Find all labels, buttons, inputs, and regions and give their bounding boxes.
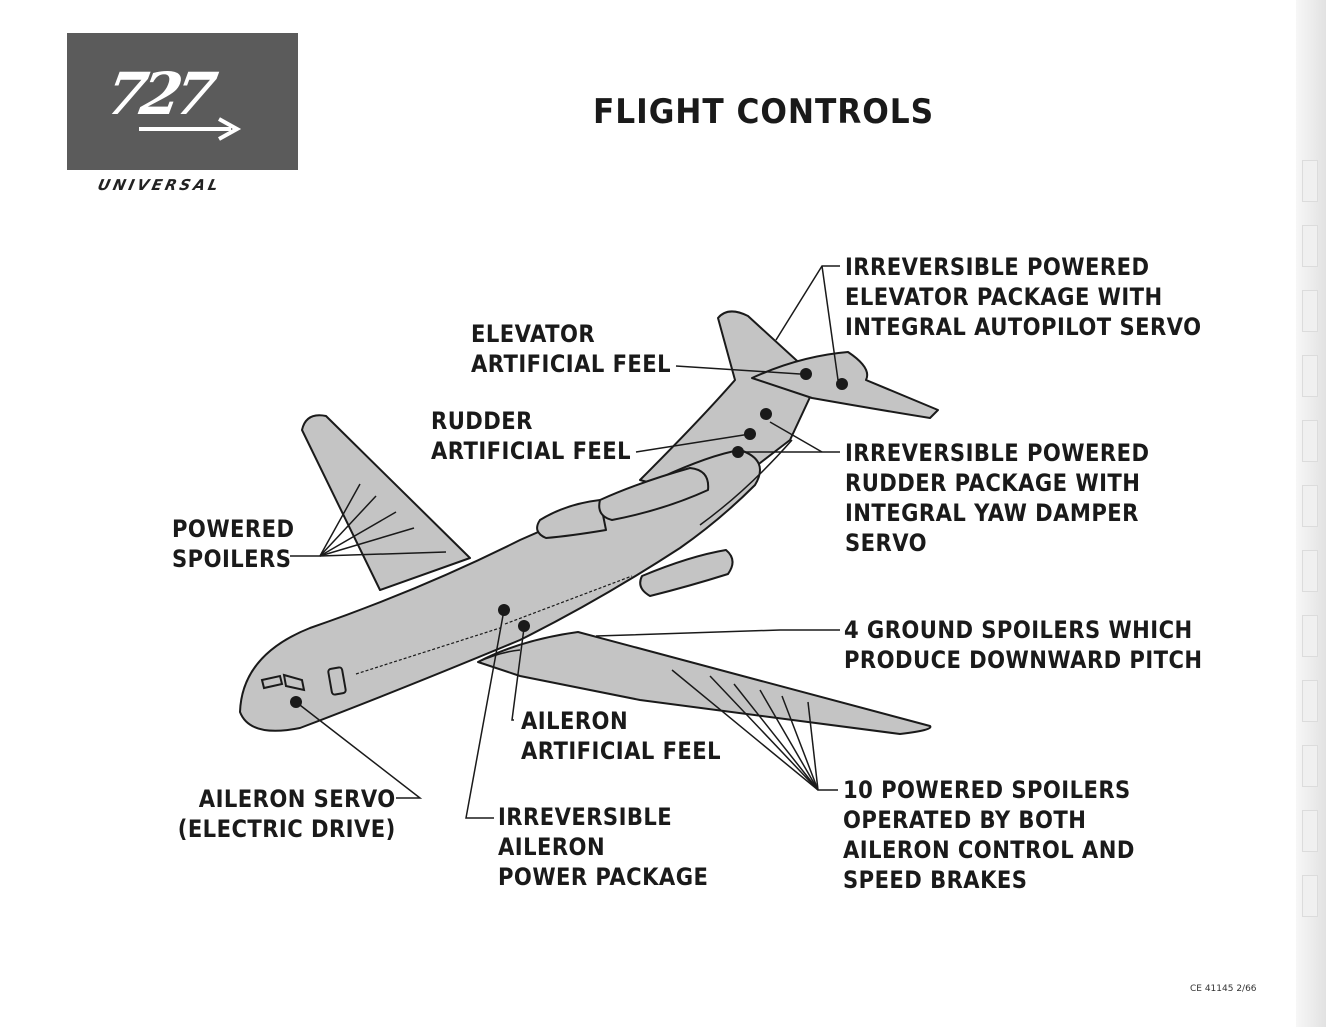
label-aileron-feel: AILERON ARTIFICIAL FEEL — [521, 707, 722, 765]
aileron-package-point — [498, 604, 510, 616]
label-ground-spoilers: 4 GROUND SPOILERS WHICH PRODUCE DOWNWARD… — [844, 616, 1203, 674]
page-tab — [1302, 745, 1318, 787]
right-wing — [477, 631, 932, 735]
page-tab — [1302, 875, 1318, 917]
label-ten-spoilers: 10 POWERED SPOILERS OPERATED BY BOTH AIL… — [843, 776, 1135, 894]
page-tab — [1302, 485, 1318, 527]
label-powered-spoilers: POWERED SPOILERS — [172, 515, 295, 573]
document-code: CE 41145 2/66 — [1190, 984, 1257, 994]
page-tab — [1302, 160, 1318, 202]
page-title: FLIGHT CONTROLS — [593, 92, 935, 132]
left-wing — [301, 414, 471, 591]
fuselage — [239, 449, 761, 732]
label-rudder-feel: RUDDER ARTIFICIAL FEEL — [431, 407, 632, 465]
aileron-servo-point — [290, 696, 302, 708]
center-engine — [598, 467, 710, 521]
label-elevator-package: IRREVERSIBLE POWERED ELEVATOR PACKAGE WI… — [845, 253, 1202, 341]
page-tab — [1302, 615, 1318, 657]
label-rudder-package: IRREVERSIBLE POWERED RUDDER PACKAGE WITH… — [845, 439, 1150, 557]
page-tab — [1302, 290, 1318, 332]
label-elevator-feel: ELEVATOR ARTIFICIAL FEEL — [471, 320, 672, 378]
page-tab — [1302, 810, 1318, 852]
page-tab — [1302, 550, 1318, 592]
right-engine — [639, 549, 734, 597]
logo-arrow-icon — [139, 117, 242, 141]
label-aileron-servo: AILERON SERVO (ELECTRIC DRIVE) — [178, 785, 396, 843]
page-edge — [1296, 0, 1326, 1027]
page-tab — [1302, 680, 1318, 722]
label-aileron-package: IRREVERSIBLE AILERON POWER PACKAGE — [498, 803, 709, 891]
page-tab — [1302, 355, 1318, 397]
rudder-package-point — [760, 408, 772, 420]
rudder-package-point-lower — [732, 446, 744, 458]
aileron-feel-point — [518, 620, 530, 632]
rudder-feel-point — [744, 428, 756, 440]
elevator-package-point — [836, 378, 848, 390]
elevator-feel-point — [800, 368, 812, 380]
vertical-tail — [639, 310, 819, 501]
left-engine — [536, 499, 607, 539]
logo-727: 727 — [67, 33, 298, 170]
page-tab — [1302, 225, 1318, 267]
page-tab — [1302, 420, 1318, 462]
